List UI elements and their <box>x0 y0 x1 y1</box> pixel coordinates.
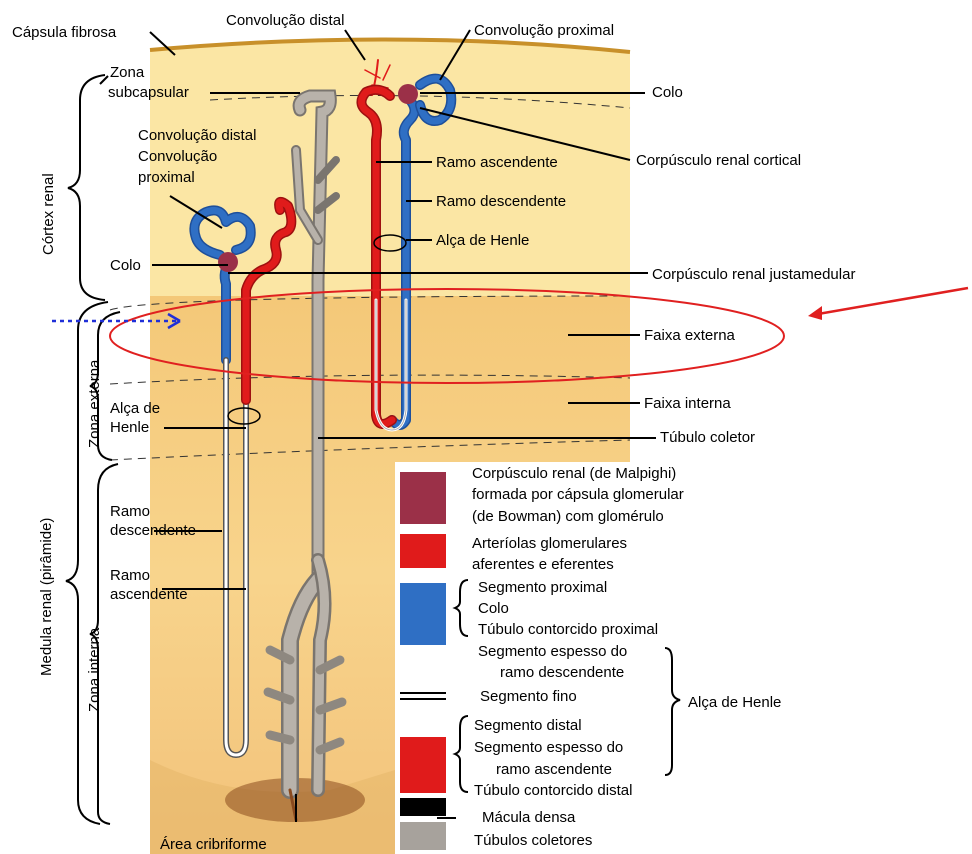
cortical-corpuscle <box>398 84 418 104</box>
legend-tubulos-coletores: Túbulos coletores <box>474 832 592 849</box>
distal-brace <box>455 716 468 792</box>
legend-swatch-macula <box>400 798 446 816</box>
label-faixa-interna: Faixa interna <box>644 395 731 412</box>
label-ramo-2: Ramo <box>110 567 150 584</box>
legend-swatch-arterioles <box>400 534 446 568</box>
legend-colo: Colo <box>478 600 509 617</box>
label-tubulo-coletor: Túbulo coletor <box>660 429 755 446</box>
label-zona-interna: Zona interna <box>86 628 103 712</box>
legend-arteriolas-l1: Arteríolas glomerulares <box>472 535 627 552</box>
label-zona-externa: Zona externa <box>86 360 103 448</box>
legend-alca-henle: Alça de Henle <box>688 694 781 711</box>
legend-tubulo-proximal: Túbulo contorcido proximal <box>478 621 658 638</box>
label-colo-top: Colo <box>652 84 683 101</box>
legend-swatch-proximal <box>400 583 446 645</box>
label-descendente: descendente <box>110 522 196 539</box>
legend-corpusculo-l3: (de Bowman) com glomérulo <box>472 508 664 525</box>
legend-seg-fino: Segmento fino <box>480 688 577 705</box>
label-colo-left: Colo <box>110 257 141 274</box>
juxtamedullary-corpuscle <box>218 252 238 272</box>
label-ramo-1: Ramo <box>110 503 150 520</box>
legend-espesso-asc-l1: Segmento espesso do <box>474 739 623 756</box>
legend-seg-distal: Segmento distal <box>474 717 582 734</box>
legend-espesso-desc-l2: ramo descendente <box>500 664 624 681</box>
label-faixa-externa: Faixa externa <box>644 327 735 344</box>
annotation-arrow-red <box>808 288 968 320</box>
label-area-cribriforme: Área cribriforme <box>160 836 267 853</box>
legend-macula-densa: Mácula densa <box>482 809 575 826</box>
label-corpusculo-cortical: Corpúsculo renal cortical <box>636 152 801 169</box>
label-ascendente: ascendente <box>110 586 188 603</box>
label-proximal: proximal <box>138 169 195 186</box>
label-convolucao-proximal-top: Convolução proximal <box>474 22 614 39</box>
legend-seg-proximal: Segmento proximal <box>478 579 607 596</box>
legend-tubulo-distal: Túbulo contorcido distal <box>474 782 632 799</box>
label-alca-de: Alça de <box>110 400 160 417</box>
cortex-brace <box>68 75 105 300</box>
label-subcapsular: subcapsular <box>108 84 189 101</box>
henle-brace <box>665 648 680 775</box>
legend-espesso-desc-l1: Segmento espesso do <box>478 643 627 660</box>
label-henle: Henle <box>110 419 149 436</box>
legend-swatch-distal <box>400 737 446 793</box>
legend-corpusculo-l2: formada por cápsula glomerular <box>472 486 684 503</box>
legend-swatch-corpuscle <box>400 472 446 524</box>
legend-espesso-asc-l2: ramo ascendente <box>496 761 612 778</box>
label-corpusculo-justamedular: Corpúsculo renal justamedular <box>652 266 855 283</box>
label-ramo-descendente-top: Ramo descendente <box>436 193 566 210</box>
label-capsula-fibrosa: Cápsula fibrosa <box>12 24 116 41</box>
label-medula-renal: Medula renal (pirâmide) <box>38 518 55 676</box>
legend-arteriolas-l2: aferentes e eferentes <box>472 556 614 573</box>
label-ramo-ascendente-top: Ramo ascendente <box>436 154 558 171</box>
proximal-brace <box>455 580 468 636</box>
label-alca-henle-top: Alça de Henle <box>436 232 529 249</box>
legend-corpusculo-l1: Corpúsculo renal (de Malpighi) <box>472 465 676 482</box>
label-convolucao: Convolução <box>138 148 217 165</box>
label-convolucao-distal-left: Convolução distal <box>138 127 256 144</box>
legend-swatch-collecting <box>400 822 446 850</box>
label-cortex-renal: Córtex renal <box>40 173 57 255</box>
label-convolucao-distal-top: Convolução distal <box>226 12 344 29</box>
label-zona: Zona <box>110 64 144 81</box>
